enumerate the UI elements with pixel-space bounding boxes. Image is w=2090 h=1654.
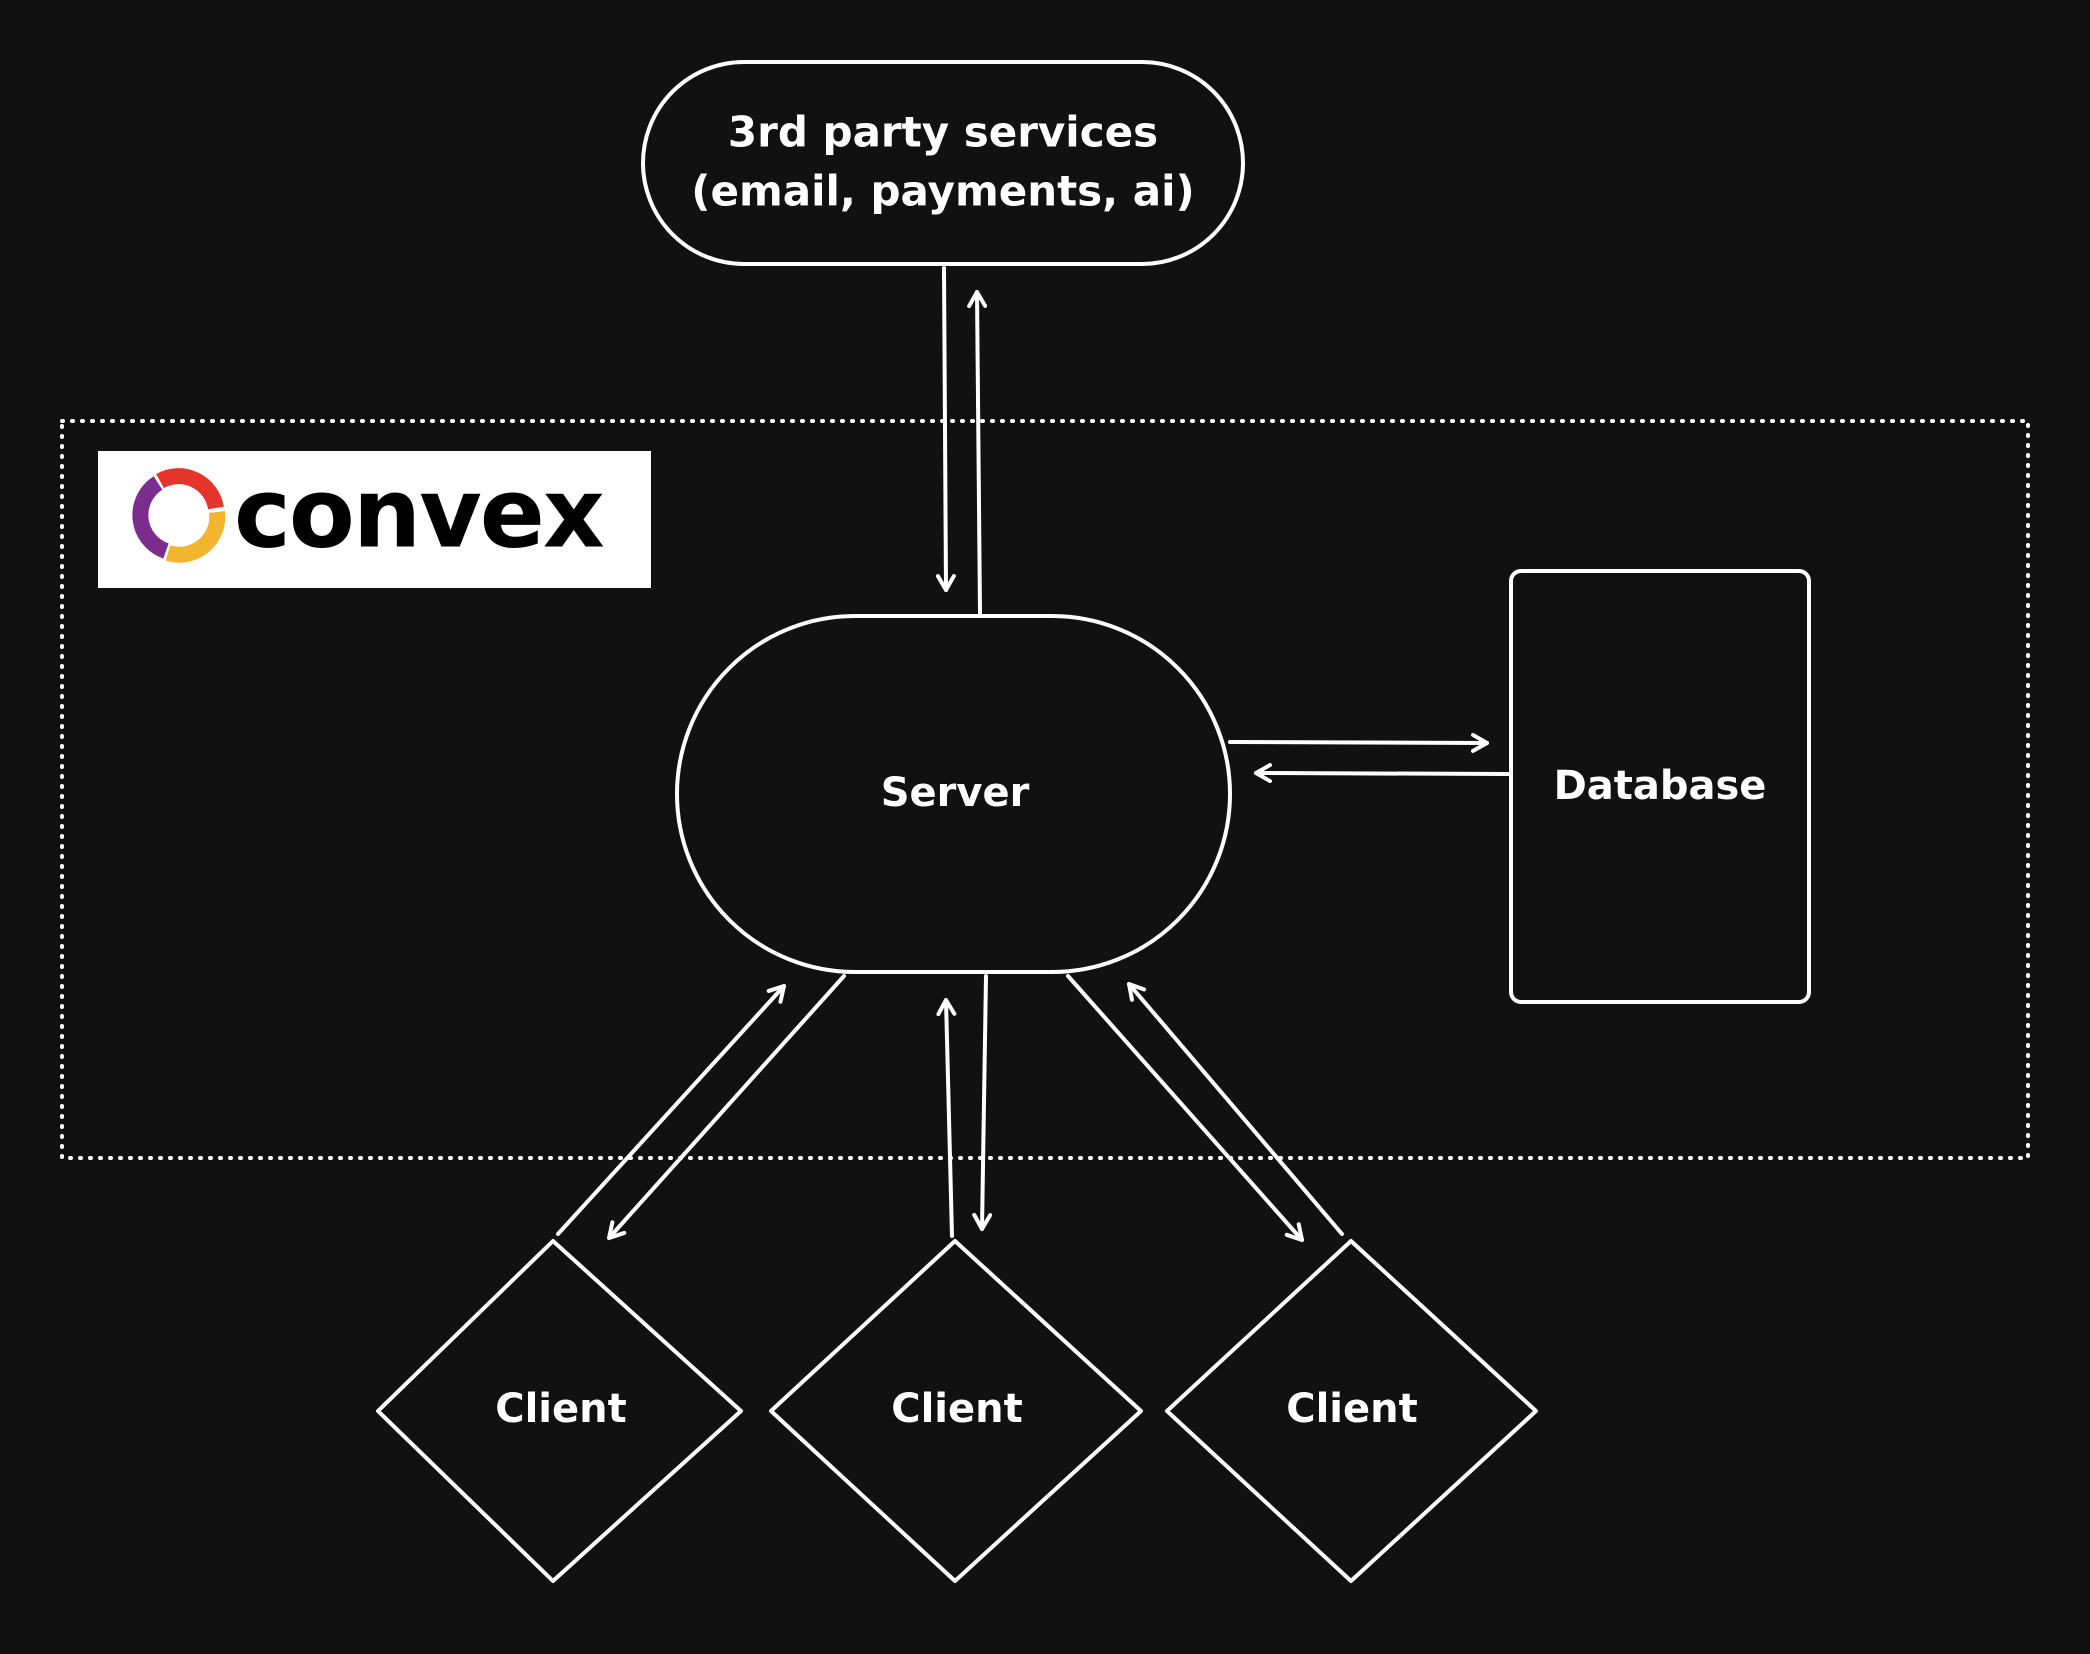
- client-node-3: Client: [1165, 1239, 1538, 1583]
- third-party-services-node: 3rd party services (email, payments, ai): [641, 60, 1245, 266]
- logo-arc-red: [156, 468, 224, 510]
- arrow-server-to-third-party: [967, 290, 988, 615]
- arrow-client3-to-server: [1127, 982, 1344, 1236]
- arrow-server-to-client2: [972, 974, 993, 1231]
- convex-boundary: [60, 419, 2030, 1160]
- third-party-services-shape: [641, 60, 1245, 266]
- server-node: Server: [675, 614, 1232, 974]
- third-party-services-title: 3rd party services: [728, 108, 1158, 157]
- database-shape: [1509, 569, 1811, 1004]
- logo-arc-yellow: [165, 511, 226, 563]
- arrow-client2-to-server: [936, 998, 957, 1238]
- database-node: Database: [1509, 569, 1811, 1004]
- client-node-2: Client: [769, 1239, 1143, 1583]
- logo-arc-purple: [132, 476, 170, 559]
- third-party-services-subtitle: (email, payments, ai): [691, 167, 1194, 216]
- client-label-3: Client: [1286, 1386, 1418, 1432]
- server-shape: [675, 614, 1232, 974]
- client-shape-2: [769, 1239, 1143, 1583]
- arrow-server-to-client3: [1066, 974, 1304, 1242]
- convex-logo-icon: [132, 468, 226, 563]
- convex-logo: convex: [98, 451, 651, 588]
- client-shape-3: [1165, 1239, 1538, 1583]
- server-label: Server: [881, 770, 1030, 816]
- arrow-third-party-to-server: [935, 266, 956, 592]
- client-node-1: Client: [376, 1239, 743, 1583]
- arrow-client1-to-server: [556, 984, 786, 1236]
- arrow-server-to-client1: [607, 974, 846, 1240]
- client-shape-1: [376, 1239, 743, 1583]
- database-label: Database: [1554, 763, 1767, 809]
- client-label-2: Client: [891, 1386, 1023, 1432]
- arrow-database-to-server: [1254, 763, 1510, 784]
- logo-wordmark: convex: [234, 457, 604, 569]
- arrow-server-to-database: [1228, 732, 1489, 753]
- client-label-1: Client: [495, 1386, 627, 1432]
